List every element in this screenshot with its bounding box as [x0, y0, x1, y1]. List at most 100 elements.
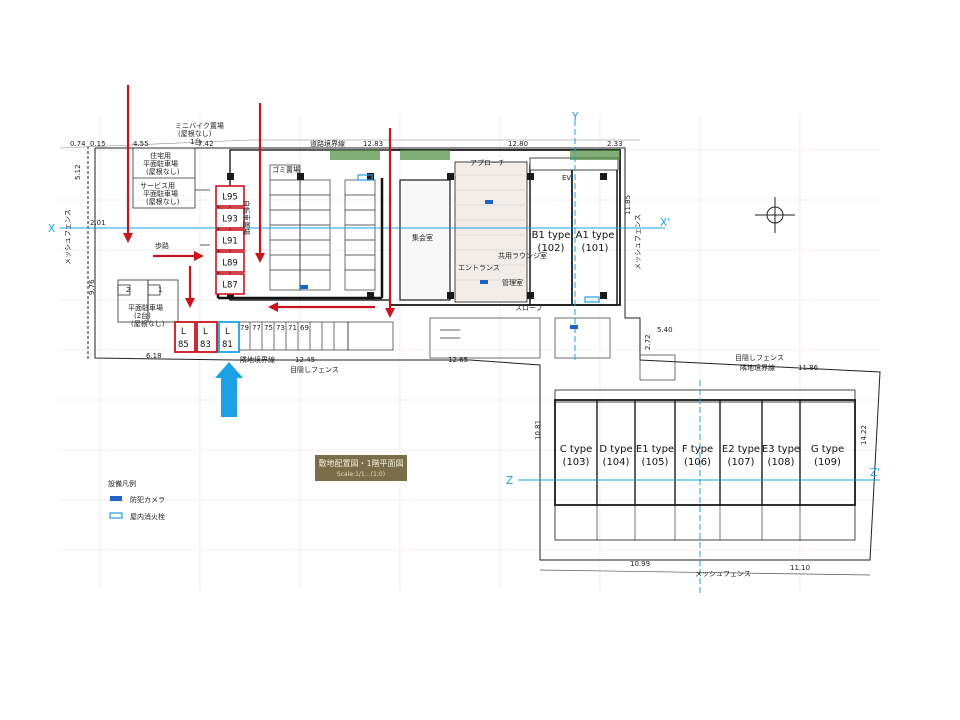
- dim-label: 0.74: [70, 140, 86, 148]
- resident-parking-label: 住宅用: [150, 151, 171, 160]
- dim-label: 2.72: [644, 334, 652, 350]
- bottom-bike-strip: [237, 321, 394, 351]
- axis-z-prime: Z': [870, 467, 880, 479]
- service-parking-sub2: (屋根なし): [146, 197, 180, 206]
- unit-type-label: D type: [599, 444, 632, 455]
- bottom-lot-box: [174, 321, 196, 353]
- south-border-label: 隣地境界線: [240, 355, 275, 364]
- south-fence-label: 目隠しフェンス: [290, 365, 339, 374]
- unit-room-number: (109): [814, 457, 841, 468]
- red-arrows: [123, 85, 395, 318]
- management-label: 管理室: [502, 278, 523, 287]
- unit-room-number: (107): [728, 457, 755, 468]
- moto-lot-label: L91: [222, 237, 238, 247]
- bike-lot-1: 1: [158, 286, 162, 294]
- moto-lot-label: L89: [222, 259, 238, 269]
- service-parking-label: サービス用: [140, 181, 175, 190]
- flat-parking-sub: (2台): [134, 311, 151, 320]
- lower-units: C type(103)D type(104)E1 type(105)F type…: [560, 444, 844, 468]
- moto-lot-box: [215, 185, 245, 207]
- unit-type-label: C type: [560, 444, 593, 455]
- moto-lot-box: [215, 251, 245, 273]
- dim-label: 12.65: [448, 356, 468, 364]
- bike-slot-number: 73: [276, 324, 285, 332]
- dim-label: 6.18: [146, 352, 162, 360]
- legend-camera: 防犯カメラ: [130, 495, 165, 504]
- unit-type-label: F type: [682, 444, 713, 455]
- legend-title: 設備凡例: [108, 479, 136, 488]
- entry-arrow-icon: [215, 362, 243, 417]
- unit-room-number: (105): [642, 457, 669, 468]
- fire-hydrants: [357, 174, 600, 303]
- bottom-lot-box: [196, 321, 218, 353]
- unit-room-number: (101): [582, 243, 609, 254]
- dim-label: 11.10: [790, 564, 810, 572]
- moto-lot-label: L95: [222, 193, 238, 203]
- ev-label: EV: [562, 174, 571, 182]
- moto-lot-label: L93: [222, 215, 238, 225]
- bottom-lot-number: 83: [200, 340, 211, 350]
- dim-label: 11.85: [624, 195, 632, 215]
- axis-z: Z: [506, 475, 513, 487]
- dim-label: 11.86: [798, 364, 819, 372]
- bottom-lot-number: 85: [178, 340, 189, 350]
- axis-x-prime: X': [660, 217, 670, 229]
- legend: [109, 496, 123, 519]
- unit-type-label: G type: [811, 444, 844, 455]
- unit-room-number: (108): [768, 457, 795, 468]
- entrance-label: エントランス: [458, 264, 500, 272]
- walkway-label: 歩路: [155, 241, 169, 250]
- road-border-label: 道路境界線: [310, 139, 345, 148]
- dim-label: 2.33: [607, 140, 623, 148]
- unit-room-number: (104): [603, 457, 630, 468]
- grid-axes: [60, 120, 880, 595]
- right-fence-label: 目隠しフェンス: [735, 353, 784, 362]
- service-parking-sub: 平面駐車場: [143, 189, 178, 198]
- mesh-fence-left: メッシュフェンス: [64, 209, 72, 265]
- dim-label: 10.99: [630, 560, 650, 568]
- upper-units: B1 type (102) A1 type (101): [532, 230, 615, 254]
- dim-label: 5.12: [74, 164, 82, 180]
- meeting-room-label: 集会室: [412, 233, 433, 242]
- unit-type-label: E3 type: [762, 444, 800, 455]
- planting: [330, 150, 620, 160]
- unit-room-number: (102): [538, 243, 565, 254]
- bottom-lot-letter: L: [203, 327, 208, 337]
- bike-slot-number: 79: [240, 324, 249, 332]
- left-parking: [117, 147, 210, 323]
- bottom-lot-number: 81: [222, 340, 233, 350]
- dim-label: 9.76: [88, 279, 96, 295]
- bicycle-label: 自転車置場: [242, 200, 251, 235]
- stair-area: [429, 317, 676, 381]
- unit-room-number: (106): [684, 457, 711, 468]
- bottom-lot-letter: L: [181, 327, 186, 337]
- plan-scale: Scale:1/1…(1:0): [337, 471, 385, 478]
- security-cameras: [300, 200, 578, 329]
- main-building: [229, 149, 621, 306]
- minibike-sub: (屋根なし): [178, 129, 212, 138]
- bike-lot-2: 2: [126, 286, 130, 294]
- plan-title: 敷地配置図・1階平面図: [318, 458, 403, 468]
- dimension-labels: 0.74 0.15 4.55 7.42 2.01 12.83 12.80 2.3…: [70, 140, 868, 572]
- unit-room-number: (103): [563, 457, 590, 468]
- minibike-label: ミニバイク置場: [175, 121, 224, 130]
- right-border-label: 隣地境界線: [740, 363, 775, 372]
- moto-lot-box: [215, 273, 245, 295]
- dim-label: 12.83: [363, 140, 383, 148]
- moto-lot-box: [215, 207, 245, 229]
- dim-label: 0.15: [90, 140, 106, 148]
- bottom-lot-box: [218, 321, 240, 353]
- resident-parking-sub: 平面駐車場: [143, 159, 178, 168]
- unit-type-label: A1 type: [576, 230, 615, 241]
- unit-type-label: B1 type: [532, 230, 571, 241]
- site-boundary: [59, 139, 881, 576]
- entrance-tiles: [455, 174, 527, 281]
- mesh-fence-label: メッシュフェンス: [695, 570, 751, 578]
- dim-label: 12.45: [295, 356, 315, 364]
- unit-type-label: E2 type: [722, 444, 760, 455]
- flat-parking-sub2: (屋根なし): [131, 319, 165, 328]
- dim-label: 2.01: [90, 219, 106, 227]
- approach-label: アプローチ: [470, 159, 505, 167]
